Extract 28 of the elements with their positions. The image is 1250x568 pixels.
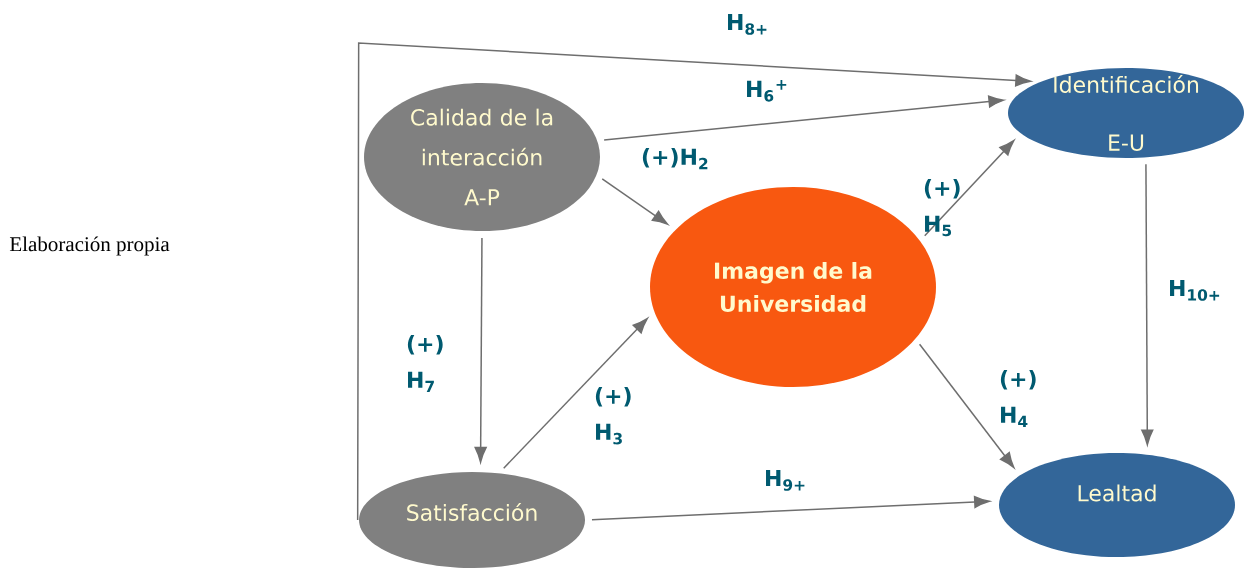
edge-label: H$_{8+}$ <box>728 14 767 35</box>
edge-label: H$_{10+}$ <box>1170 280 1220 301</box>
edge-label: (+) H$_{5}$ <box>924 179 960 237</box>
arrow <box>603 95 1005 141</box>
edge-label: (+) H$_{7}$ <box>407 335 443 393</box>
arrow <box>924 139 1015 237</box>
edge-label: H$_{9+}$ <box>766 470 805 491</box>
edge-label: (+)H$_{2}$ <box>642 148 708 170</box>
arrow <box>918 343 1015 469</box>
node-label: Satisfacción <box>407 503 537 521</box>
ellipse-node <box>999 453 1235 557</box>
arrow <box>356 42 1032 521</box>
arrow <box>601 178 669 225</box>
arrow <box>474 237 487 463</box>
ellipse-node <box>364 83 600 231</box>
edge-label: (+) H$_{4}$ <box>1000 370 1036 428</box>
edge-label: H$_{6}$+ <box>747 80 787 102</box>
ellipse-node <box>359 472 585 568</box>
arrow <box>1141 163 1154 446</box>
source-note: Elaboración propia <box>9 236 170 256</box>
ellipse-node <box>1008 68 1244 158</box>
node-label: Lealtad <box>1078 484 1156 502</box>
arrow <box>502 317 648 469</box>
node-label: Calidad de la interacción A-P <box>411 108 553 206</box>
edge-label: (+) H$_{3}$ <box>595 387 631 445</box>
arrow <box>591 495 990 521</box>
node-label: Identificación E-U <box>1054 75 1199 151</box>
node-label: Imagen de la Universidad <box>715 262 872 312</box>
